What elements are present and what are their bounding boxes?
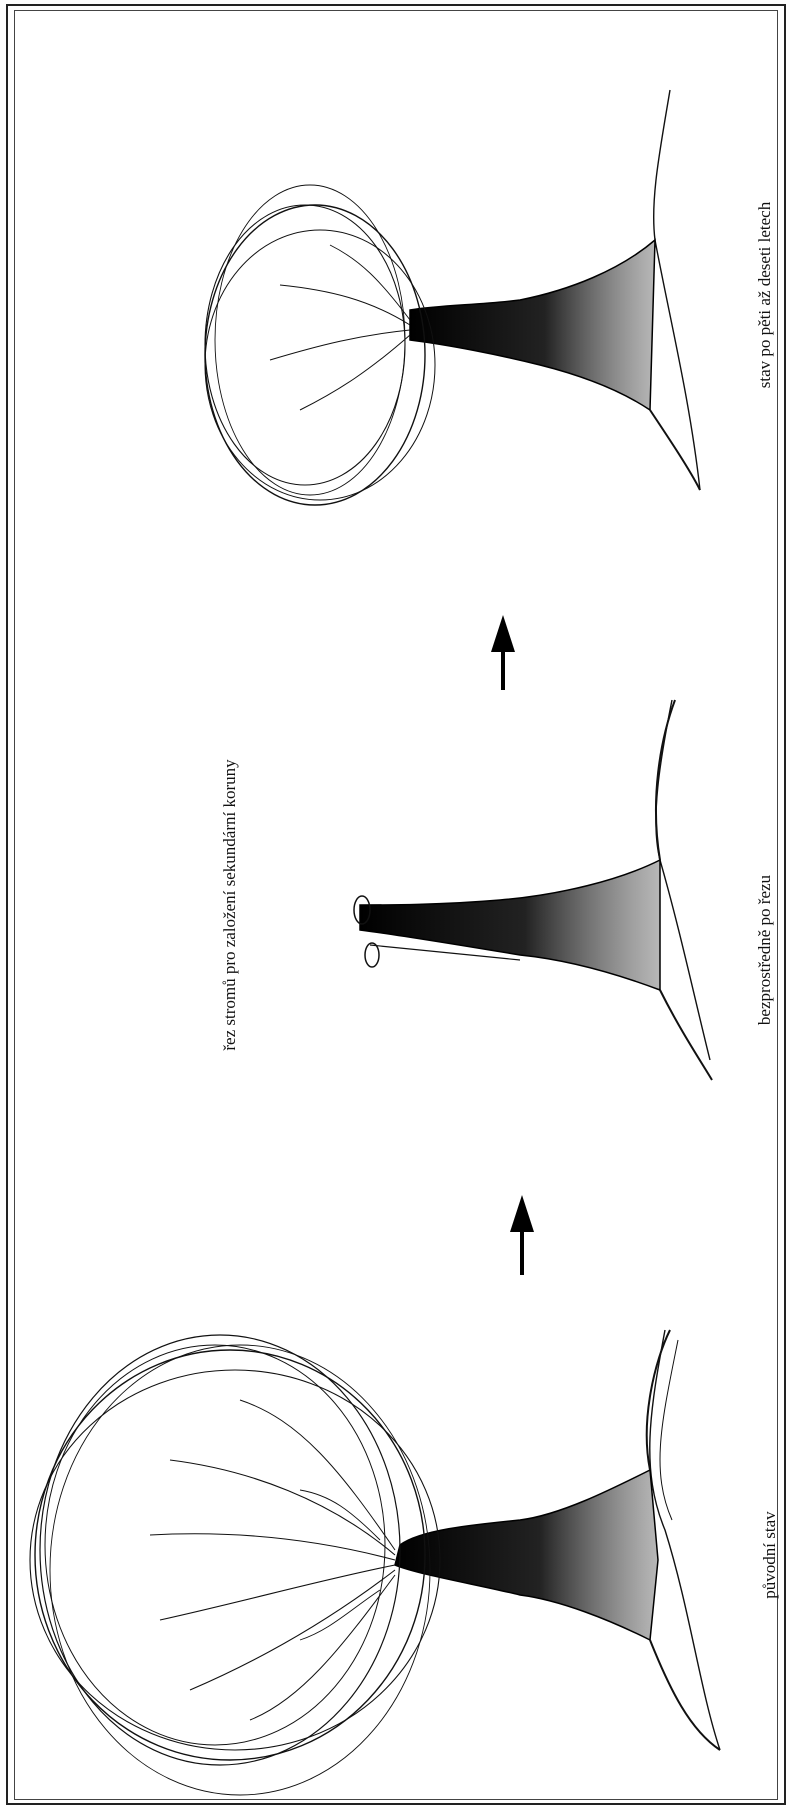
label-after-pruning: bezprostředně po řezu <box>755 830 775 1070</box>
label-original-state: původní stav <box>760 1475 780 1635</box>
diagram-title: řez stromů pro založení sekundární korun… <box>220 645 240 1165</box>
tree-regrown <box>205 90 700 505</box>
label-after-years: stav po pěti až deseti letech <box>755 150 775 440</box>
tree-original <box>30 1330 720 1795</box>
arrow-1-icon <box>510 1195 534 1275</box>
tree-pruned <box>354 700 712 1080</box>
arrow-2-icon <box>491 615 515 690</box>
